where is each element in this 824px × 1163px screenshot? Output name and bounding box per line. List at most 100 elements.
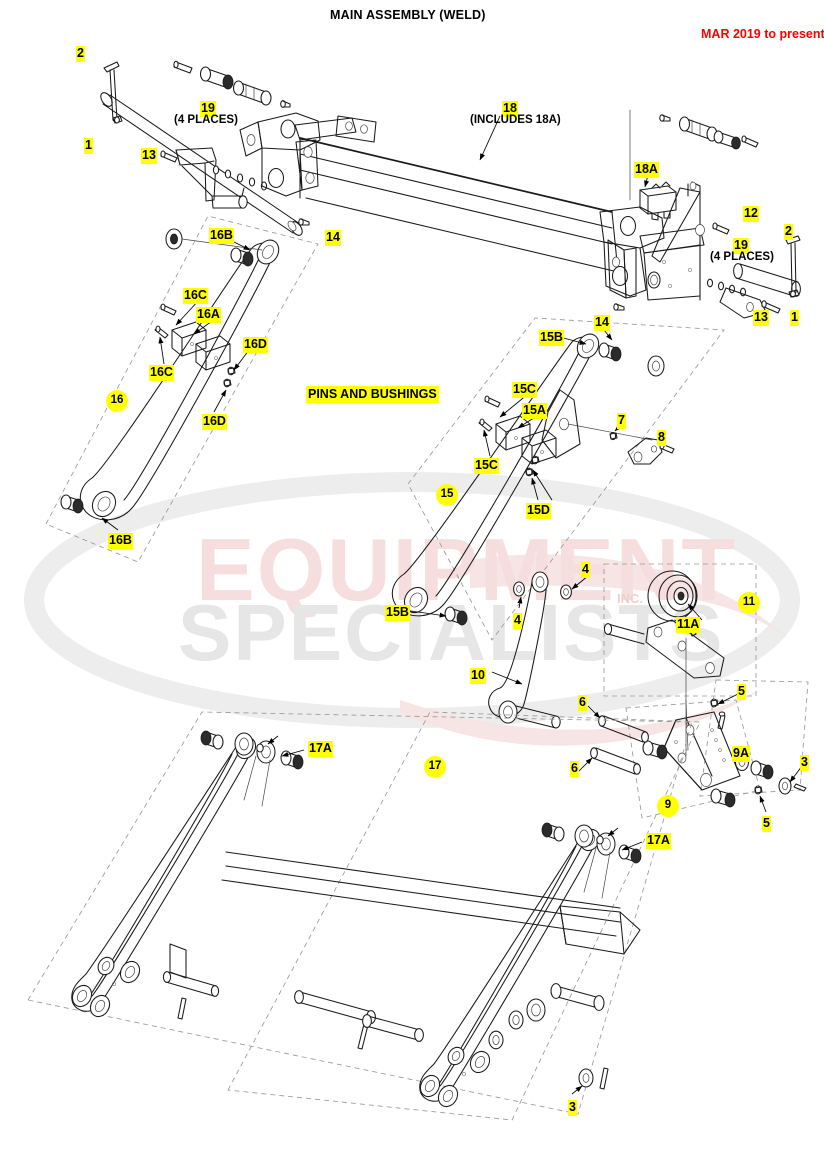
callout-12[interactable]: 12 [743, 206, 759, 222]
callout-18A[interactable]: 18A [634, 162, 659, 178]
retainer-clip-1-right [788, 289, 800, 298]
bolt-14-left [298, 218, 310, 226]
callout-16D-top[interactable]: 16D [243, 337, 268, 353]
pin-lower-right [719, 287, 781, 319]
group-badge-11[interactable]: 11 [738, 592, 760, 614]
washer-row-19-left [212, 165, 268, 191]
callout-15D[interactable]: 15D [526, 503, 551, 519]
washer-4-right [560, 584, 572, 600]
group-15-assembly [391, 317, 725, 641]
link-arm-10 [488, 571, 561, 729]
pin-large-left [100, 92, 303, 236]
callout-4-right[interactable]: 4 [581, 562, 590, 578]
link-10-assembly [488, 571, 589, 729]
callout-3-right[interactable]: 3 [800, 755, 809, 771]
callout-16B-bottom[interactable]: 16B [108, 533, 133, 549]
callout-15C-top[interactable]: 15C [512, 382, 537, 398]
callout-19-right[interactable]: 19 [733, 238, 749, 254]
callout-5-bottom[interactable]: 5 [762, 816, 771, 832]
callout-16A[interactable]: 16A [196, 307, 221, 323]
bolt-12 [712, 222, 730, 235]
group-badge-17[interactable]: 17 [424, 756, 446, 778]
free-pins-lower [294, 990, 424, 1050]
callout-16C-bottom[interactable]: 16C [149, 365, 174, 381]
callout-14-right[interactable]: 14 [594, 315, 610, 331]
callout-3-bottom[interactable]: 3 [568, 1100, 577, 1116]
bolt-14-right [613, 303, 625, 311]
bushing-17A-bot [541, 822, 642, 864]
cotter-5-top [710, 698, 719, 708]
callout-13-right[interactable]: 13 [753, 310, 769, 326]
nut-16D-bot [223, 378, 232, 388]
pulley-11A [647, 570, 698, 622]
bushing-16B-top2 [230, 247, 254, 267]
callout-2-right[interactable]: 2 [784, 224, 793, 240]
callout-15B-bottom[interactable]: 15B [385, 605, 410, 621]
boom-right-knuckle [599, 181, 705, 301]
bolt-9A [717, 711, 726, 730]
bushing-stack-left [173, 60, 291, 108]
group-9-assembly [577, 679, 809, 819]
callout-18[interactable]: 18 [502, 101, 518, 117]
valve-block-18A [639, 181, 677, 221]
callout-15C-bottom[interactable]: 15C [474, 458, 499, 474]
top-right-pin-kit [613, 109, 801, 319]
callout-13-left[interactable]: 13 [141, 148, 157, 164]
group-17-assembly [27, 711, 701, 1121]
pulley-bracket [603, 619, 725, 679]
callout-4-left[interactable]: 4 [513, 613, 522, 629]
bushing-17A-top [200, 730, 304, 770]
nut-16D-top [227, 366, 236, 376]
bolt-13-left [160, 150, 178, 163]
callout-2-left[interactable]: 2 [76, 46, 85, 62]
lower-arm-left [71, 736, 257, 1020]
callout-17A-bottom[interactable]: 17A [646, 833, 671, 849]
callout-19-left[interactable]: 19 [200, 101, 216, 117]
plate-15 [541, 389, 653, 459]
callout-15B-top[interactable]: 15B [539, 330, 564, 346]
bushing-15B-bot [444, 606, 468, 626]
arm-16 [79, 239, 280, 521]
callout-1-left[interactable]: 1 [84, 138, 93, 154]
callout-6-top[interactable]: 6 [578, 695, 587, 711]
callout-11A[interactable]: 11A [676, 617, 701, 633]
bolt-16C-bot [154, 325, 169, 339]
group-badge-9[interactable]: 9 [657, 795, 679, 817]
group-badge-15[interactable]: 15 [436, 484, 458, 506]
callout-15A[interactable]: 15A [522, 403, 547, 419]
callout-19-right-note: (4 PLACES) [710, 251, 774, 263]
callout-16B-top[interactable]: 16B [209, 228, 234, 244]
bushing-16B-bot [60, 494, 84, 514]
linch-pin-2-left [103, 61, 120, 123]
callout-7[interactable]: 7 [617, 413, 626, 429]
bolt-15C-top [484, 395, 501, 408]
nut-15D-b [525, 467, 534, 477]
callout-5-top[interactable]: 5 [737, 684, 746, 700]
section-label-pins-and-bushings: PINS AND BUSHINGS [306, 386, 439, 403]
bushing-stack-right [659, 114, 759, 150]
top-left-pin-kit [100, 60, 310, 236]
retainer-clip-1-left [112, 115, 123, 124]
callout-10[interactable]: 10 [470, 668, 486, 684]
callout-16D-bottom[interactable]: 16D [202, 414, 227, 430]
washer-3-bottom [578, 1067, 609, 1090]
group-badge-16[interactable]: 16 [106, 390, 128, 412]
callout-14-left[interactable]: 14 [325, 230, 341, 246]
pin-6-bot [590, 747, 641, 775]
revision-date-note: MAR 2019 to present [701, 27, 824, 41]
callout-6-bottom[interactable]: 6 [570, 761, 579, 777]
bolt-16C-top [160, 303, 177, 316]
lower-arm-right [419, 828, 605, 1108]
callout-1-right[interactable]: 1 [790, 310, 799, 326]
group-16-assembly [45, 215, 319, 563]
washer-4-left [513, 581, 525, 597]
callout-17A-top[interactable]: 17A [308, 741, 333, 757]
callout-19-left-note: (4 PLACES) [174, 114, 238, 126]
clevis-8 [627, 437, 675, 465]
callout-8[interactable]: 8 [657, 430, 666, 446]
cotter-5-bot [754, 785, 763, 795]
callout-9A[interactable]: 9A [732, 746, 750, 762]
callout-16C-top[interactable]: 16C [183, 288, 208, 304]
